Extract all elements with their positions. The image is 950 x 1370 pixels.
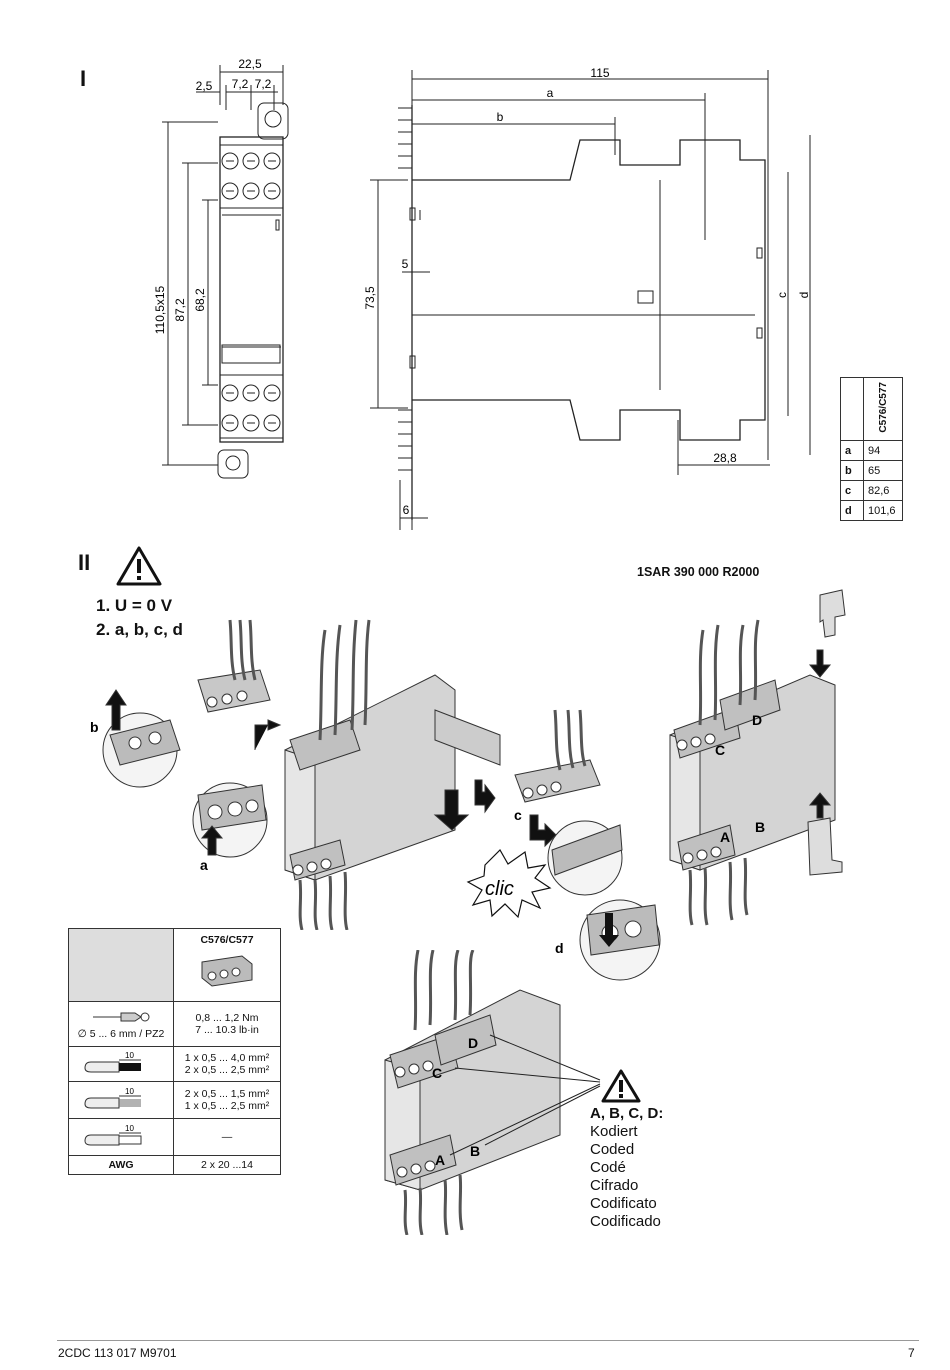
dim-top-width: 22,5 (238, 57, 262, 71)
callout-C: C (715, 742, 725, 758)
callout-clic: clic (485, 878, 514, 900)
spec-table: C576/C577 ∅ 5 ... 6 mm / PZ2 0,8 ... 1,2… (68, 928, 281, 1175)
coding-legend-item: Codificado (590, 1213, 661, 1230)
dim-offset-5: 5 (402, 257, 409, 271)
front-view-drawing: 22,5 2,5 7,2 7,2 110,5x15 87,2 68,2 (153, 57, 289, 479)
warning-icon (601, 1069, 641, 1103)
dimension-table-header: C576/C577 (877, 382, 889, 433)
coding-legend-title: A, B, C, D: (590, 1105, 664, 1122)
spec-table-header: C576/C577 (200, 934, 254, 946)
dim-height: 73,5 (363, 286, 377, 310)
coded-relay-illustration: D C A B (384, 950, 601, 1235)
dim-overall: 115 (590, 66, 609, 80)
dim-value: 94 (863, 440, 903, 461)
wire2-line1: 2 x 0,5 ... 1,5 mm² (184, 1088, 270, 1100)
solid-wire-icon: 10 (84, 1051, 141, 1072)
awg-label: AWG (68, 1155, 174, 1175)
dim-key: c (840, 480, 864, 501)
callout-b: b (90, 719, 99, 735)
svg-text:10: 10 (125, 1087, 134, 1096)
section-label-2: II (78, 550, 91, 575)
part-number: 1SAR 390 000 R2000 (637, 565, 760, 579)
wire2-line2: 1 x 0,5 ... 2,5 mm² (184, 1100, 270, 1112)
code-label-B: B (470, 1143, 480, 1159)
table-row: a 94 (840, 440, 903, 461)
footer-rule (57, 1340, 919, 1341)
dim-rail: 28,8 (713, 451, 737, 465)
torque-nm: 0,8 ... 1,2 Nm (195, 1012, 259, 1024)
dim-d: d (797, 292, 811, 299)
table-row: b 65 (840, 460, 903, 481)
awg-value: 2 x 20 ...14 (173, 1155, 281, 1175)
callout-c: c (514, 807, 522, 823)
screwdriver-icon (93, 1012, 150, 1021)
side-view-drawing: 115 a b c d 73,5 5 6 28,8 (363, 66, 811, 530)
footer-page-number: 7 (908, 1346, 915, 1360)
dim-height-mid: 87,2 (173, 298, 187, 322)
table-row: c 82,6 (840, 480, 903, 501)
svg-text:10: 10 (125, 1051, 134, 1060)
footer-doc-id: 2CDC 113 017 M9701 (58, 1346, 177, 1360)
dim-height-inner: 68,2 (193, 288, 207, 312)
dim-value: 82,6 (863, 480, 903, 501)
coding-legend-item: Coded (590, 1141, 635, 1158)
ferrule-wire-icon: 10 (84, 1124, 142, 1145)
assembly-illustration: b a c clic D C A B (90, 589, 846, 930)
detail-d-illustration: d (555, 899, 661, 981)
dim-left-gap: 2,5 (196, 79, 213, 93)
connector-icon (201, 955, 253, 987)
step-2: 2. a, b, c, d (96, 620, 183, 639)
coding-legend: A, B, C, D: Kodiert Coded Codé Cifrado C… (590, 1105, 663, 1231)
table-row: d 101,6 (840, 500, 903, 521)
coding-legend-item: Codificato (590, 1195, 657, 1212)
dim-b: b (497, 110, 504, 124)
torque-lbin: 7 ... 10.3 lb·in (195, 1024, 259, 1036)
callout-B: B (755, 819, 765, 835)
code-label-D: D (468, 1035, 478, 1051)
dim-key: d (840, 500, 864, 521)
warning-icon (116, 546, 162, 586)
dim-offset-6: 6 (403, 503, 410, 517)
callout-d: d (555, 940, 564, 956)
dim-a: a (547, 86, 554, 100)
coding-legend-item: Cifrado (590, 1177, 639, 1194)
dim-c: c (775, 292, 789, 298)
coding-legend-item: Kodiert (590, 1123, 638, 1140)
step-1: 1. U = 0 V (96, 596, 173, 615)
wire1-line2: 2 x 0,5 ... 2,5 mm² (184, 1064, 270, 1076)
stranded-wire-icon: 10 (84, 1087, 141, 1108)
callout-A: A (720, 829, 730, 845)
wire1-line1: 1 x 0,5 ... 4,0 mm² (184, 1052, 270, 1064)
dimension-table: C576/C577 a 94 b 65 c 82,6 d 101,6 (840, 377, 903, 521)
dim-pitch-2: 7,2 (255, 77, 272, 91)
dim-value: 65 (863, 460, 903, 481)
callout-D: D (752, 712, 762, 728)
torque-tool: ∅ 5 ... 6 mm / PZ2 (77, 1027, 165, 1040)
instructions: 1. U = 0 V 2. a, b, c, d (96, 594, 183, 642)
section-label-1: I (80, 66, 87, 91)
code-label-C: C (432, 1065, 442, 1081)
wire3-value: — (173, 1118, 281, 1156)
callout-a: a (200, 857, 208, 873)
dim-height-total: 110,5x15 (153, 285, 167, 334)
dim-key: b (840, 460, 864, 481)
coding-legend-item: Codé (590, 1159, 626, 1176)
code-label-A: A (435, 1152, 445, 1168)
dim-pitch-1: 7,2 (232, 77, 249, 91)
svg-text:10: 10 (125, 1124, 134, 1133)
dim-value: 101,6 (863, 500, 903, 521)
dim-key: a (840, 440, 864, 461)
